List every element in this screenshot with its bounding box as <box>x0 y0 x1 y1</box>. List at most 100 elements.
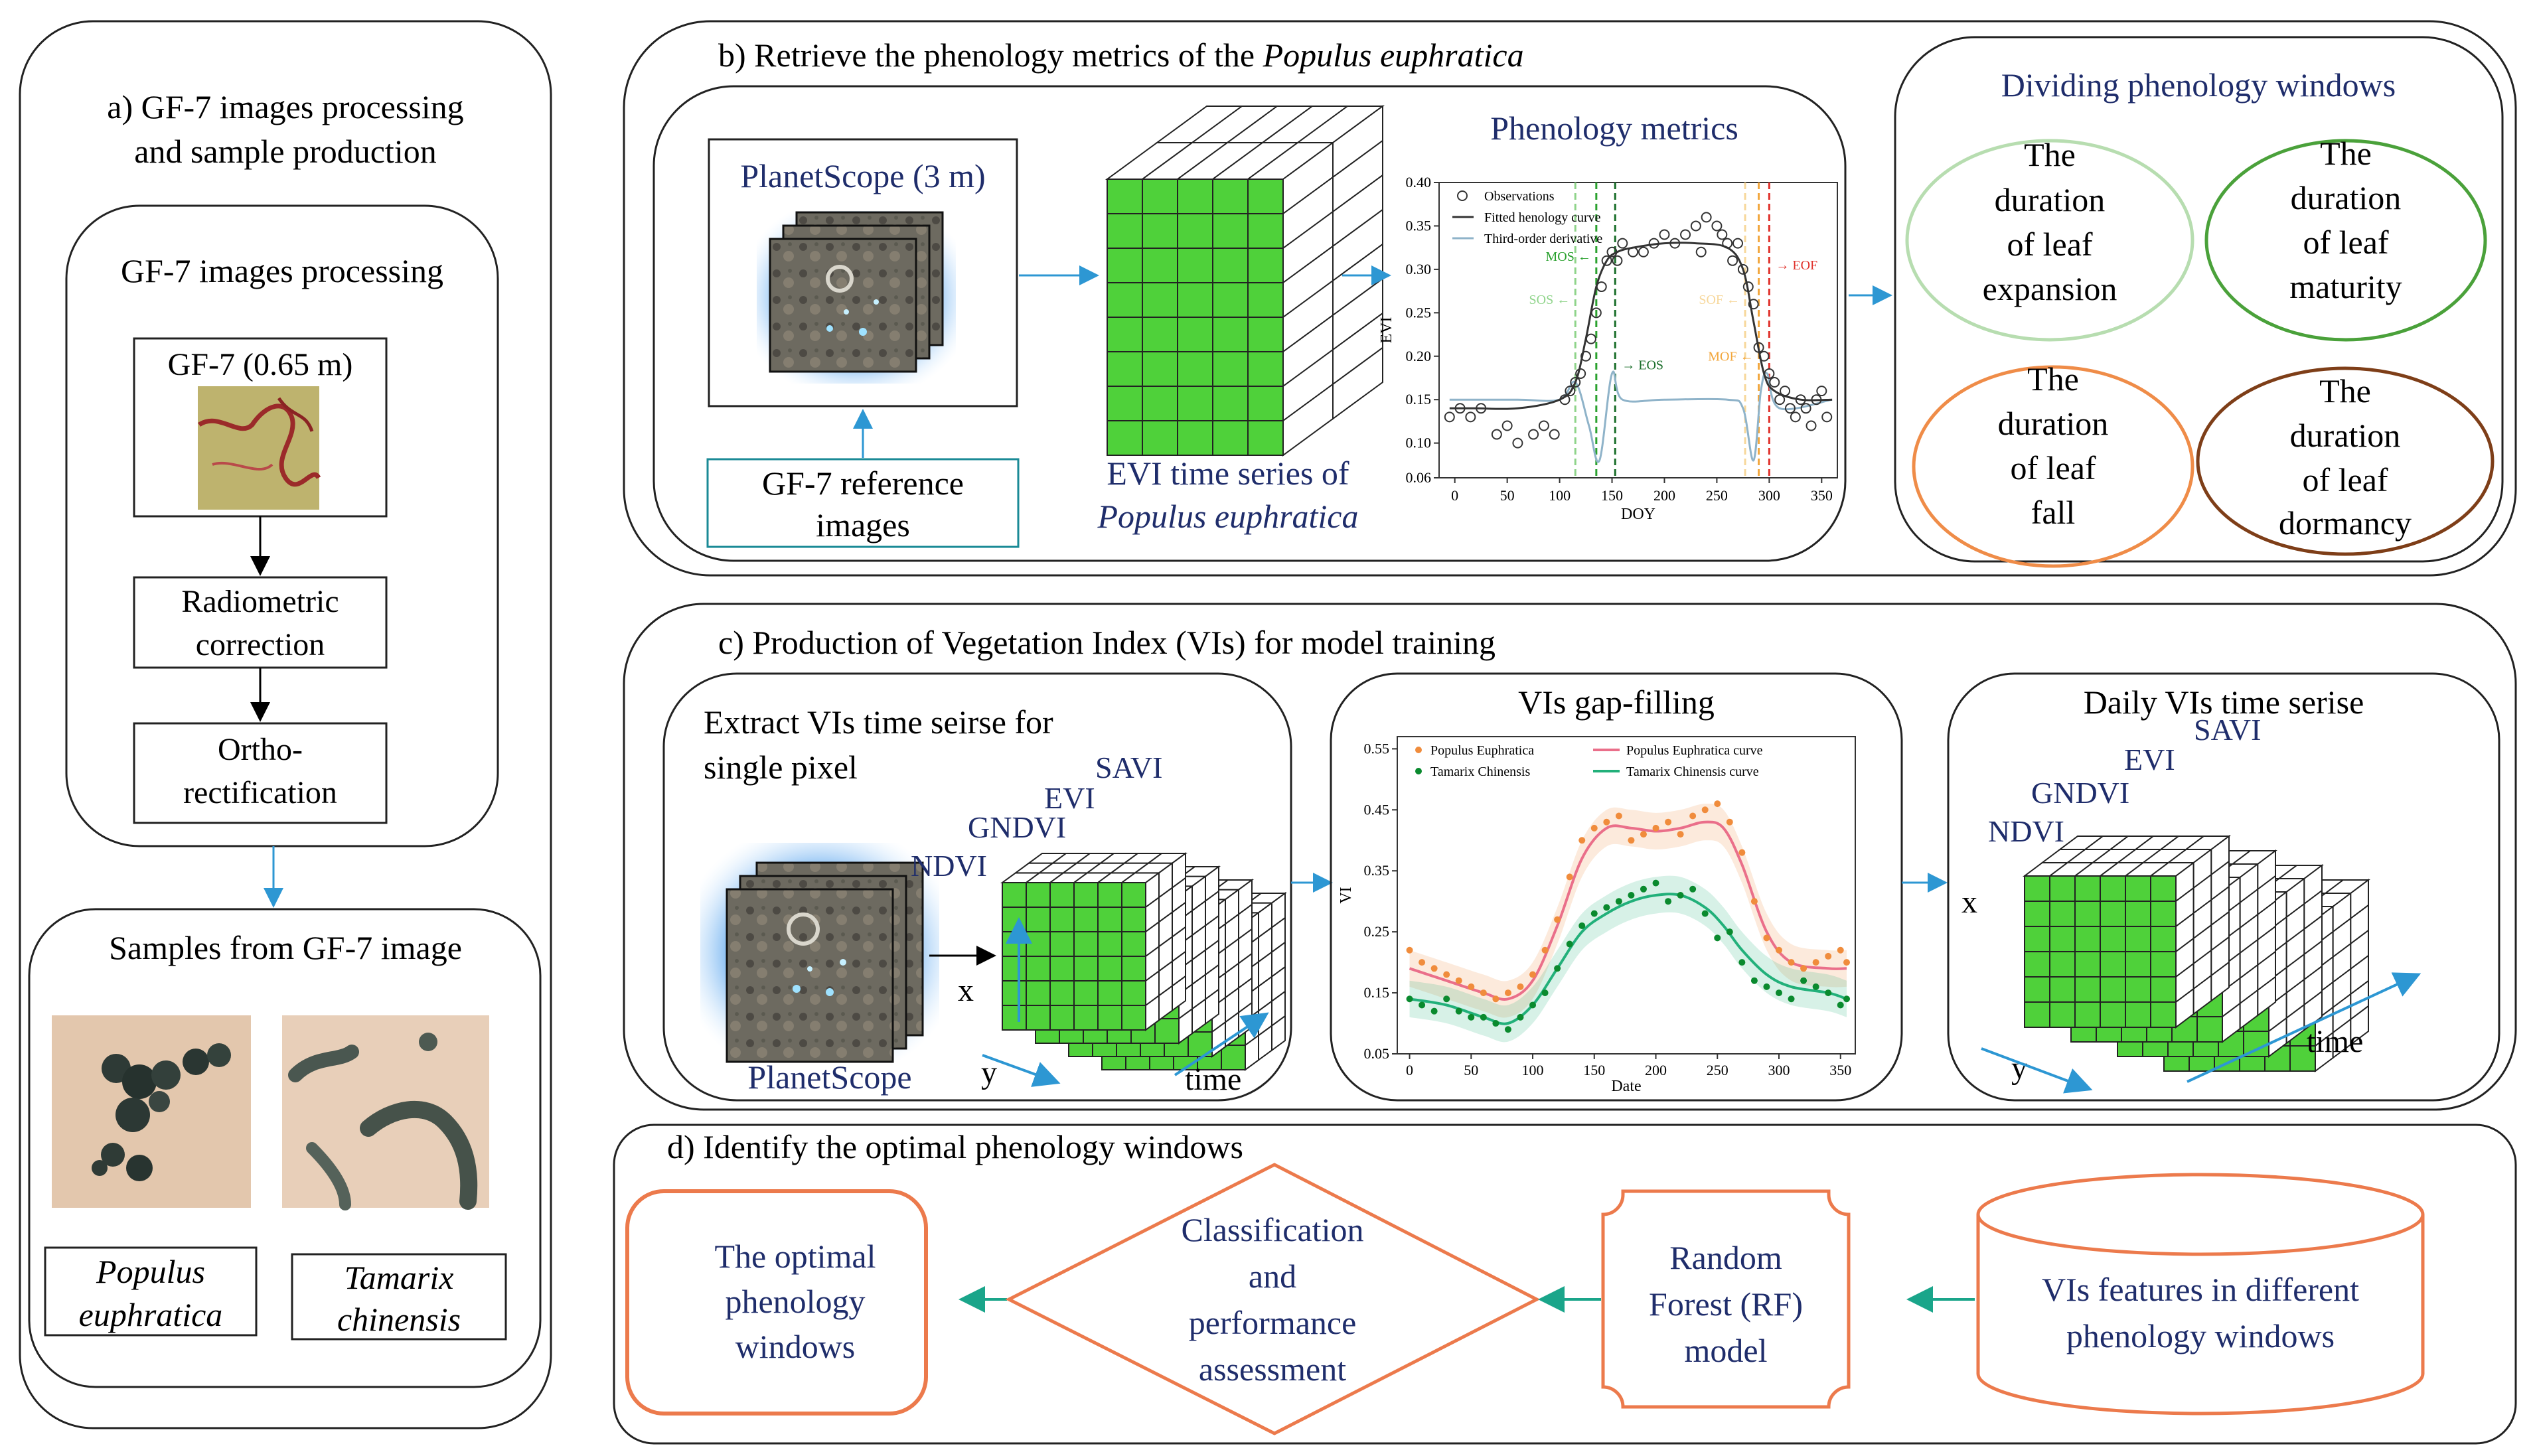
observation-point <box>1565 386 1576 397</box>
pe-point <box>1776 946 1782 954</box>
observation-point <box>1805 420 1817 431</box>
cube-front-cell <box>2150 976 2177 1003</box>
ortho-line1: Ortho- <box>218 732 303 767</box>
vi-slab-0 <box>2022 835 2232 1029</box>
cube-front-cell <box>2125 901 2151 927</box>
pe-point <box>1726 818 1733 826</box>
observation-point <box>1816 386 1827 397</box>
rf-model-box <box>1601 1189 1851 1409</box>
daily-title: Daily VIs time serise <box>2084 684 2364 721</box>
pe-point <box>1738 849 1746 856</box>
tc-point <box>1701 910 1709 917</box>
cube-front-cell <box>2024 1001 2050 1028</box>
tc-point <box>1590 910 1598 917</box>
cube-front-cell <box>1177 386 1213 421</box>
y-tick-label: 0.25 <box>1406 304 1432 321</box>
cube-front-cell <box>1097 882 1122 908</box>
cube-front-cell <box>1121 1005 1146 1031</box>
plot-frame <box>1397 736 1856 1055</box>
fitted-curve-line <box>1449 242 1833 410</box>
extract-y-axis: y <box>981 1055 997 1090</box>
observation-point <box>1501 420 1513 431</box>
cube-front-cell <box>1142 351 1178 387</box>
pe-point <box>1566 873 1573 881</box>
pe-point <box>1714 800 1721 808</box>
pe-point <box>1615 812 1622 820</box>
marker-label-sof: SOF ← <box>1699 293 1740 307</box>
cube-front-cell <box>1212 179 1249 214</box>
populus-sample-image <box>52 1015 251 1208</box>
observation-point <box>1601 255 1612 266</box>
opt-line3: windows <box>735 1328 856 1365</box>
gf7-reference-box <box>706 458 1020 548</box>
legend-obs-symbol <box>1457 190 1468 201</box>
extract-evi-label: EVI <box>1044 781 1095 815</box>
tc-point <box>1406 995 1413 1003</box>
tc-point <box>1504 1026 1511 1033</box>
pe-point <box>1455 977 1462 984</box>
extract-subpanel <box>662 672 1292 1102</box>
cube-front-cell <box>1049 931 1075 957</box>
pe-point <box>1788 959 1795 966</box>
planetscope-box <box>708 138 1018 407</box>
cube-front-cell <box>2024 901 2050 927</box>
cube-front-cell <box>1107 351 1143 387</box>
cube-front-cell <box>2100 926 2126 952</box>
panel-b-title-italic: Populus euphratica <box>1263 36 1524 74</box>
cube-front-cell <box>1247 179 1284 214</box>
legend-tc-label: Tamarix Chinensis <box>1430 764 1530 779</box>
x-tick-label: 200 <box>1653 487 1675 504</box>
y-tick-label: 0.15 <box>1364 984 1390 1001</box>
tc-point <box>1750 977 1758 984</box>
legend-tc-symbol <box>1415 768 1422 774</box>
pe-point <box>1590 824 1598 832</box>
y-axis-label: EVI <box>1378 317 1395 344</box>
tc-point <box>1455 1007 1462 1015</box>
cube-front-cell <box>2125 1001 2151 1028</box>
exp-l3: of leaf <box>2007 226 2092 263</box>
cube-front-cell <box>2100 875 2126 902</box>
classification-diamond <box>1005 1163 1541 1435</box>
observation-point <box>1727 255 1738 266</box>
cube-front-cell <box>1247 248 1284 283</box>
tc-point <box>1566 940 1573 948</box>
observation-point <box>1784 403 1796 414</box>
cube-front-cell <box>1073 931 1099 957</box>
cube-front-cell <box>1142 213 1178 249</box>
cube-front-cell <box>1212 420 1249 456</box>
x-tick-label: 300 <box>1758 487 1780 504</box>
cube-front-cell <box>1154 1018 1180 1044</box>
cube-front-cell <box>1097 980 1122 1006</box>
cube-front-cell <box>2049 1001 2076 1028</box>
rf-line1: Random <box>1669 1239 1782 1276</box>
gf7-image-label: GF-7 (0.65 m) <box>168 347 353 382</box>
extract-savi-label: SAVI <box>1095 751 1162 784</box>
mat-l4: maturity <box>2289 268 2402 305</box>
cube-front-cell <box>2074 951 2101 978</box>
pe-point <box>1665 818 1672 826</box>
dorm-l2: duration <box>2290 417 2401 454</box>
tc-point <box>1837 1001 1844 1009</box>
panel-a: a) GF-7 images processing and sample pro… <box>19 20 552 1429</box>
evi-label-1: EVI time series of <box>1107 455 1349 492</box>
cube-front-cell <box>1247 282 1284 318</box>
tc-point <box>1419 1001 1426 1009</box>
observation-point <box>1465 411 1476 423</box>
marker-label-mos: MOS ← <box>1545 250 1590 264</box>
windows-title: Dividing phenology windows <box>2001 66 2396 104</box>
daily-subpanel <box>1947 672 2500 1102</box>
windows-subpanel <box>1894 36 2504 563</box>
observation-point <box>1742 281 1754 293</box>
observation-point <box>1790 411 1801 423</box>
y-tick-label: 0.25 <box>1364 923 1390 940</box>
cube-front-cell <box>1177 213 1213 249</box>
cube-front-cell <box>1073 907 1099 932</box>
pe-curve-line <box>1409 820 1847 1001</box>
x-tick-label: 150 <box>1601 487 1623 504</box>
tamarix-sample-image <box>282 1015 489 1210</box>
vi-cube-extract <box>1000 852 1288 1071</box>
fall-l1: The <box>2027 360 2079 398</box>
cube-front-cell <box>1142 420 1178 456</box>
tc-point <box>1529 1001 1537 1009</box>
